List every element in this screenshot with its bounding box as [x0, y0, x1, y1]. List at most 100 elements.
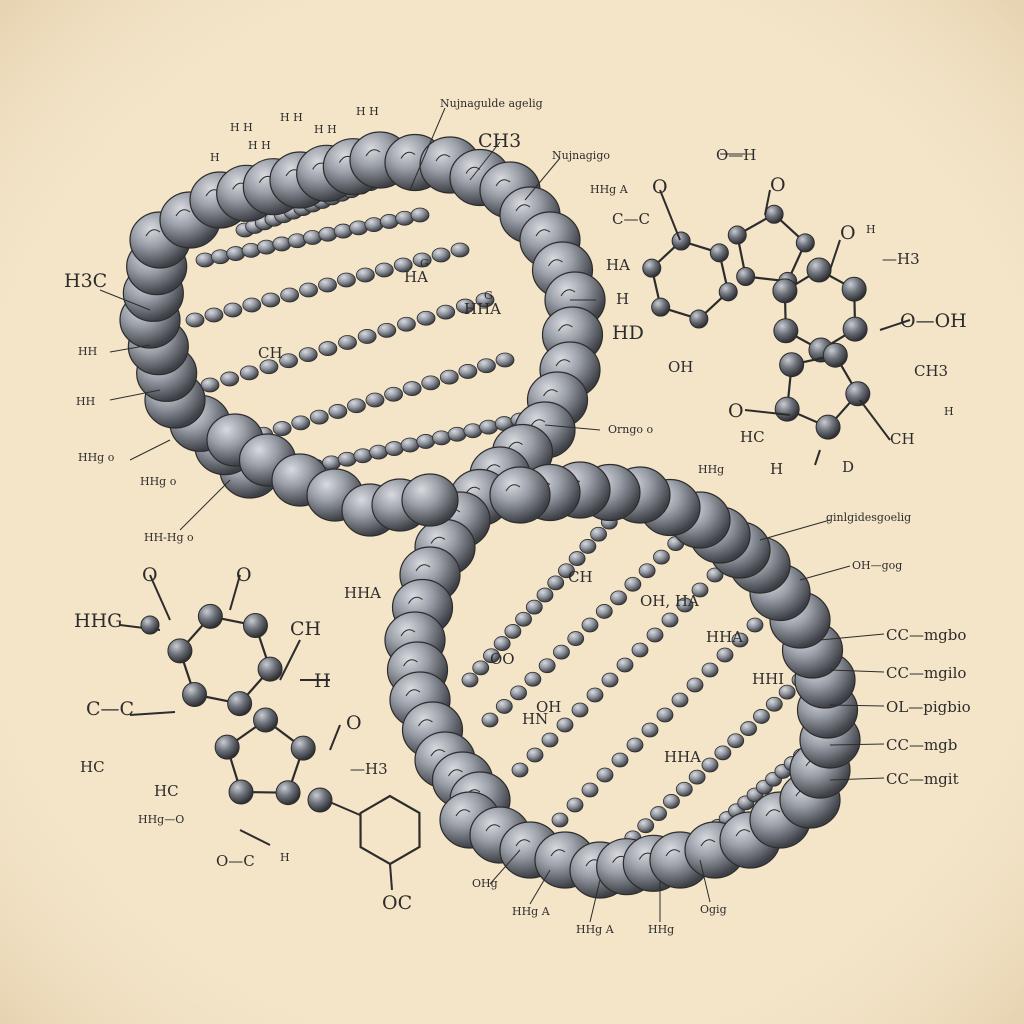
backbone-hatch	[560, 289, 576, 297]
rung-bead	[242, 297, 262, 313]
molecule-atom	[290, 735, 316, 761]
rung-bead	[650, 806, 667, 821]
rung-bead	[611, 752, 629, 768]
label-inner-ch: CH	[258, 344, 283, 362]
backbone-hatch	[550, 849, 566, 857]
molecule-atom	[214, 734, 240, 760]
backbone-hatch	[665, 849, 681, 857]
label-leader-lines	[99, 107, 885, 923]
backbone-hatch	[558, 324, 573, 332]
molecule-atom	[774, 396, 800, 422]
backbone-hatch	[515, 204, 531, 212]
rung-bead	[641, 722, 659, 738]
label-left-h1: HH	[78, 345, 98, 358]
molecule-atom	[671, 231, 691, 251]
rung-bead	[524, 671, 542, 687]
rung-bead	[671, 692, 689, 708]
molecule-bond	[329, 724, 341, 751]
backbone-hatch	[735, 829, 751, 837]
rung-bead	[439, 369, 459, 385]
rung-bead	[280, 287, 300, 303]
rung-bead	[590, 526, 607, 542]
label-ll-hg: HHG	[74, 610, 123, 632]
molecule-atom	[815, 414, 841, 440]
backbone-hatch	[145, 229, 161, 237]
label-ll-oc: O—C	[216, 852, 255, 870]
label-r-hgo: HHg	[698, 463, 725, 476]
backbone-hatch	[175, 209, 191, 217]
leader-line	[829, 743, 885, 746]
rung-bead	[223, 302, 243, 318]
label-r-hc: HC	[740, 428, 765, 446]
rung-bead	[579, 539, 597, 554]
label-ll-h: H	[314, 670, 331, 692]
rung-bead	[299, 282, 318, 298]
backbone-hatch	[415, 564, 431, 572]
leader-line	[109, 344, 151, 353]
rung-bead	[616, 657, 634, 673]
rung-bead	[688, 769, 706, 785]
molecule-bond	[659, 189, 681, 241]
rung-bead	[676, 597, 694, 613]
label-bot-hha2: HHA	[706, 628, 743, 646]
backbone-hatch	[400, 629, 416, 637]
label-cc1: CC—mgbo	[886, 626, 967, 644]
molecule-bond	[814, 449, 821, 466]
label-r-o: O	[728, 400, 744, 422]
label-ll-hc: HC	[80, 758, 105, 776]
rung-bead	[656, 707, 674, 723]
label-r-d: D	[842, 458, 855, 476]
backbone-hatch	[400, 151, 416, 159]
molecule-bond	[129, 711, 176, 716]
label-bot-oh: OH	[536, 698, 562, 716]
label-ol: OL—pigbio	[886, 698, 971, 716]
molecule-atom	[242, 613, 268, 639]
rung-bead	[472, 660, 490, 676]
molecule-atom	[709, 243, 729, 263]
rung-bead	[447, 426, 467, 442]
label-ll-ch: CH	[290, 618, 322, 640]
molecule-bond	[744, 409, 791, 416]
rung-bead	[309, 409, 329, 425]
rung-bead	[596, 767, 614, 783]
rung-bead	[515, 611, 532, 627]
backbone-hatch	[430, 536, 446, 544]
label-top-ch3: CH3	[478, 130, 522, 152]
molecule-atom	[228, 779, 254, 805]
label-cc4: CC—mgit	[886, 770, 959, 788]
label-ll-ho: HHg—O	[138, 813, 185, 826]
rung-bead	[610, 590, 627, 606]
rung-bead	[493, 636, 511, 651]
leader-line	[829, 777, 885, 781]
rung-bead	[624, 576, 642, 592]
rung-bead	[365, 392, 385, 408]
backbone-hatch	[505, 484, 521, 492]
backbone-hatch	[495, 179, 511, 187]
rung-bead	[328, 404, 348, 419]
rung-bead	[691, 582, 709, 598]
label-ll-oc2: OC	[382, 892, 413, 914]
rung-bead	[261, 292, 281, 308]
backbone-hatch	[465, 486, 481, 494]
molecule-bond	[149, 574, 171, 621]
rung-bead	[458, 364, 478, 379]
rung-bead	[298, 347, 318, 363]
rung-bead	[432, 430, 451, 446]
molecule-bond	[879, 319, 911, 331]
rung-bead	[410, 207, 430, 223]
rung-bead	[716, 647, 734, 663]
rung-bead	[653, 549, 670, 565]
label-r-ch3: CH3	[914, 362, 949, 380]
rung-bead	[556, 717, 574, 733]
rung-bead	[551, 812, 569, 828]
rung-bead	[479, 419, 498, 435]
rung-bead	[601, 672, 619, 688]
label-bot-hha: HHA	[344, 584, 381, 602]
molecule-atom	[253, 707, 279, 733]
label-ll-hc2: HC	[154, 782, 179, 800]
rung-bead	[631, 642, 649, 658]
label-r-ch: CH	[890, 430, 915, 448]
molecule-atom	[197, 603, 223, 629]
molecule-atom	[822, 342, 848, 368]
rung-bead	[477, 358, 496, 374]
